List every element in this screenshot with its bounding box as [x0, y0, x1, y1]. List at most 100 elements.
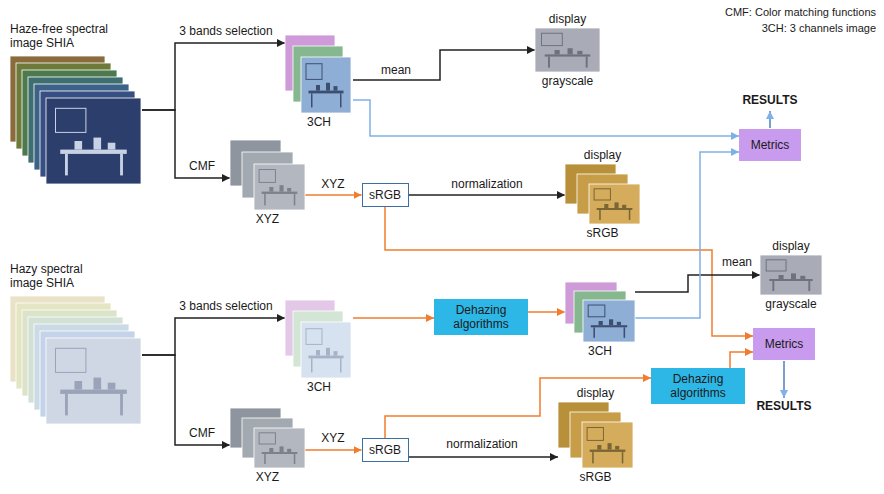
image-layers: [565, 282, 635, 342]
scene-object: [334, 351, 338, 355]
image-layers: [285, 35, 351, 113]
scene-object: [326, 83, 330, 91]
node-label: grayscale: [542, 74, 593, 88]
image-layer: [760, 255, 822, 295]
scene-table: [769, 279, 812, 281]
scene-object: [334, 86, 338, 90]
scene-table: [262, 192, 298, 194]
result-arrow: [769, 111, 771, 128]
scene-window: [542, 33, 563, 45]
node-label: Haze-free spectral image SHIA: [10, 22, 114, 50]
image-layers: [558, 402, 633, 468]
scene-table: [60, 150, 127, 154]
scene-table-leg: [264, 454, 266, 464]
connector: [528, 311, 565, 313]
algorithm-box: Dehazing algorithms: [434, 299, 528, 335]
scene-window: [766, 260, 786, 271]
node-label: 3CH: [307, 380, 331, 394]
scene-object: [604, 204, 608, 208]
channel-image-stack: 3CH: [285, 300, 353, 378]
connector: [409, 194, 566, 196]
edge-label: CMF: [187, 426, 217, 440]
image-layer: [301, 322, 351, 378]
connector: [353, 50, 535, 80]
node-label: grayscale: [765, 297, 816, 311]
scene-object: [94, 378, 102, 390]
scene-table-leg: [622, 452, 624, 464]
image-layer: [254, 428, 305, 468]
scene-object: [599, 321, 603, 325]
scene-object: [316, 350, 320, 356]
scene-table-leg: [340, 358, 342, 372]
scene-table: [60, 390, 127, 394]
metrics-box: Metrics: [739, 129, 801, 161]
scene-table-leg: [294, 194, 296, 206]
connector: [409, 456, 559, 458]
scene-object: [287, 449, 291, 452]
connector: [142, 318, 285, 355]
node-label: display: [549, 12, 586, 26]
scene-object: [269, 187, 273, 192]
node-label: sRGB: [369, 443, 401, 457]
spectral-image-stack: Haze-free spectral image SHIA: [10, 56, 142, 186]
scene-object: [617, 322, 621, 325]
node-label: XYZ: [256, 212, 279, 226]
scene-table: [591, 325, 627, 327]
scene-table: [590, 450, 626, 452]
image-layer: [535, 28, 600, 72]
scene-table-leg: [120, 394, 123, 416]
image-layer: [582, 422, 633, 468]
edge-label: 3 bands selection: [177, 299, 274, 313]
scene-object: [615, 446, 619, 450]
process-box: sRGB: [362, 183, 409, 207]
node-label: sRGB: [369, 188, 401, 202]
scene-window: [594, 189, 610, 200]
image-layers: [565, 164, 640, 224]
scene-window: [259, 433, 275, 444]
scene-window: [56, 108, 86, 132]
connector: [142, 43, 285, 110]
image-layers: [10, 56, 141, 184]
scene-table-leg: [593, 327, 595, 338]
scene-window: [306, 64, 322, 80]
connector: [730, 352, 753, 368]
image-layers: [760, 255, 822, 295]
node-label: Metrics: [765, 337, 804, 351]
node-label: Hazy spectral image SHIA: [10, 262, 102, 290]
scene-table-leg: [340, 93, 342, 107]
scene-window: [588, 305, 605, 317]
node-label: 3CH: [307, 115, 331, 129]
srgb-display-stack: displaysRGB: [565, 164, 640, 224]
scene-table-leg: [120, 154, 123, 176]
scene-object: [615, 202, 619, 208]
scene-table: [597, 208, 633, 210]
scene-window: [306, 329, 322, 345]
edge-label: mean: [720, 255, 754, 269]
scene-object: [609, 319, 613, 325]
srgb-display-stack: displaysRGB: [558, 402, 633, 468]
edge-label: normalization: [449, 177, 524, 191]
scene-object: [75, 381, 83, 390]
scene-object: [94, 138, 102, 150]
scene-object: [577, 51, 582, 55]
edge-label: normalization: [444, 437, 519, 451]
scene-window: [587, 428, 603, 441]
node-label: XYZ: [256, 470, 279, 484]
scene-table-leg: [294, 454, 296, 464]
image-layers: [230, 140, 305, 210]
scene-table-leg: [586, 57, 588, 68]
node-label: Metrics: [751, 138, 790, 152]
image-layers: [285, 300, 351, 378]
scene-table-leg: [592, 452, 594, 464]
node-label: sRGB: [586, 226, 618, 240]
edge-label: CMF: [187, 159, 217, 173]
results-text: RESULTS: [740, 93, 799, 107]
scene-object: [75, 141, 83, 150]
scene-object: [280, 185, 284, 191]
process-box: sRGB: [362, 438, 409, 462]
scene-object: [791, 273, 796, 279]
scene-table: [309, 91, 344, 94]
results-text: RESULTS: [754, 399, 813, 413]
scene-object: [622, 205, 626, 208]
